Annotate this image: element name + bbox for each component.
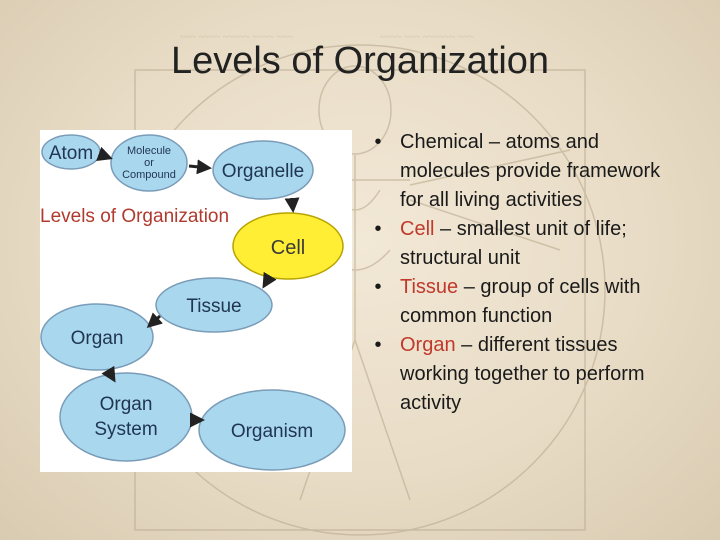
slide-title: Levels of Organization: [170, 40, 550, 82]
node-organelle: [212, 140, 314, 200]
levels-diagram: Atom Molecule or Compound Organelle Leve…: [40, 130, 352, 472]
levels-diagram-svg: Atom Molecule or Compound Organelle Leve…: [40, 134, 346, 471]
node-organism-label: Organism: [231, 421, 313, 442]
node-cell-label: Cell: [271, 237, 305, 259]
bullet-term: Organ: [400, 334, 456, 356]
arrow-atom-molecule: [96, 146, 113, 161]
node-organ-system-label-1: Organ: [100, 394, 153, 415]
node-organelle-label: Organelle: [222, 161, 304, 182]
bullet-text: – atoms and molecules provide framework …: [400, 131, 661, 211]
node-tissue-label: Tissue: [186, 296, 241, 317]
bullet-item: • Cell – smallest unit of life; structur…: [368, 215, 688, 273]
arrow-cell-tissue: [262, 271, 277, 289]
bullet-text: – group of cells with common function: [400, 276, 641, 327]
node-tissue: [155, 277, 273, 333]
node-molecule-label-2: or: [144, 157, 154, 169]
bullet-list: • Chemical – atoms and molecules provide…: [368, 128, 688, 418]
node-organism: [198, 389, 346, 471]
bullet-item: • Organ – different tissues working toge…: [368, 331, 688, 418]
bullet-dot: •: [374, 276, 382, 298]
node-molecule-label-3: Compound: [122, 169, 176, 181]
bullet-dot: •: [374, 218, 382, 240]
bullet-dot: •: [374, 131, 382, 153]
bullet-item: • Chemical – atoms and molecules provide…: [368, 128, 688, 215]
arrow-organ-system: [101, 365, 116, 383]
node-organ: [40, 303, 154, 371]
bullet-item: • Tissue – group of cells with common fu…: [368, 273, 688, 331]
svg-text:~~~~ ~~~ ~~~~~~ ~~~: ~~~~ ~~~ ~~~~~~ ~~~: [380, 32, 475, 43]
node-molecule-label-1: Molecule: [127, 145, 171, 157]
node-organ-label: Organ: [71, 328, 124, 349]
bullet-text: – smallest unit of life; structural unit: [400, 218, 627, 269]
node-atom-label: Atom: [49, 143, 93, 164]
arrow-molecule-organelle: [188, 159, 212, 175]
bullet-term: Cell: [400, 218, 435, 240]
bullet-term: Chemical: [400, 131, 484, 153]
diagram-caption: Levels of Organization: [40, 206, 229, 227]
node-molecule: [110, 134, 188, 192]
arrow-organelle-cell: [284, 197, 300, 213]
node-organ-system: [59, 372, 193, 462]
bullet-text: – different tissues working together to …: [400, 334, 645, 414]
bullet-dot: •: [374, 334, 382, 356]
bullet-term: Tissue: [400, 276, 459, 298]
node-organ-system-label-2: System: [94, 419, 157, 440]
node-cell: [232, 212, 344, 280]
svg-text:~~~ ~~~~ ~~~~~ ~~~~ ~~~: ~~~ ~~~~ ~~~~~ ~~~~ ~~~: [180, 32, 293, 43]
arrow-tissue-organ: [146, 312, 163, 329]
